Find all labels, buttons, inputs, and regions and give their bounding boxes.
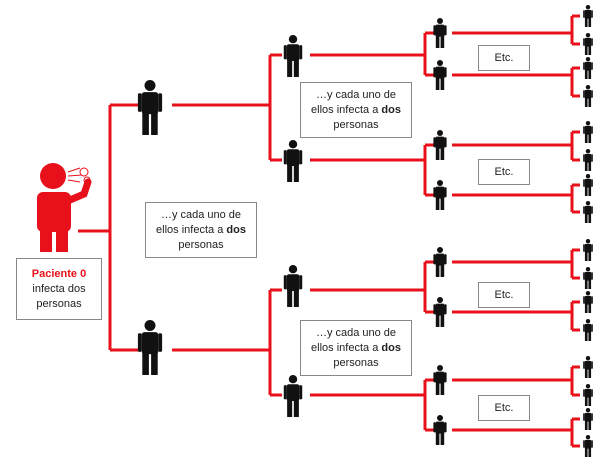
person-icon: [583, 267, 593, 289]
person-icon: [583, 319, 593, 341]
person-icon: [583, 57, 593, 79]
spread-text-bold: dos: [381, 341, 401, 354]
person-icon: [137, 320, 163, 375]
person-icon: [433, 415, 447, 445]
spread-text-pre: …y cada uno de ellos infecta a: [311, 88, 397, 116]
sneezing-patient-icon: [37, 163, 92, 252]
etc-box: Etc.: [478, 159, 530, 185]
person-icon: [433, 365, 447, 395]
person-icon: [583, 408, 593, 430]
spread-text-box: …y cada uno de ellos infecta a dos perso…: [145, 202, 257, 258]
person-icon: [433, 180, 447, 210]
person-icon: [433, 297, 447, 327]
patient-line3: personas: [36, 297, 82, 310]
spread-text-box: …y cada uno de ellos infecta a dos perso…: [300, 320, 412, 376]
spread-text-bold: dos: [226, 223, 246, 236]
spread-text-bold: dos: [381, 103, 401, 116]
person-icon: [583, 239, 593, 261]
spread-text-pre: …y cada uno de ellos infecta a: [311, 326, 397, 354]
person-icon: [433, 247, 447, 277]
person-icon: [283, 265, 303, 307]
person-icon: [433, 130, 447, 160]
person-icon: [583, 435, 593, 457]
person-icon: [433, 18, 447, 48]
spread-text-pre: …y cada uno de ellos infecta a: [156, 208, 242, 236]
person-icon: [583, 201, 593, 223]
person-icon: [583, 85, 593, 107]
patient-zero-box: Paciente 0 infecta dos personas: [16, 258, 102, 320]
person-icon: [583, 149, 593, 171]
person-icon: [283, 140, 303, 182]
patient-zero-title: Paciente 0: [31, 267, 87, 280]
person-icon: [583, 33, 593, 55]
spread-text-post: personas: [333, 118, 379, 131]
etc-box: Etc.: [478, 45, 530, 71]
person-icon: [583, 291, 593, 313]
person-icon: [583, 174, 593, 196]
person-icon: [583, 5, 593, 27]
spread-text-post: personas: [333, 356, 379, 369]
person-icon: [583, 356, 593, 378]
person-icon: [433, 60, 447, 90]
person-icon: [283, 35, 303, 77]
person-icon: [283, 375, 303, 417]
spread-text-box: …y cada uno de ellos infecta a dos perso…: [300, 82, 412, 138]
etc-box: Etc.: [478, 395, 530, 421]
person-icon: [137, 80, 163, 135]
etc-box: Etc.: [478, 282, 530, 308]
person-icon: [583, 121, 593, 143]
spread-text-post: personas: [178, 238, 224, 251]
patient-line2: infecta dos: [32, 282, 86, 295]
person-icon: [583, 384, 593, 406]
